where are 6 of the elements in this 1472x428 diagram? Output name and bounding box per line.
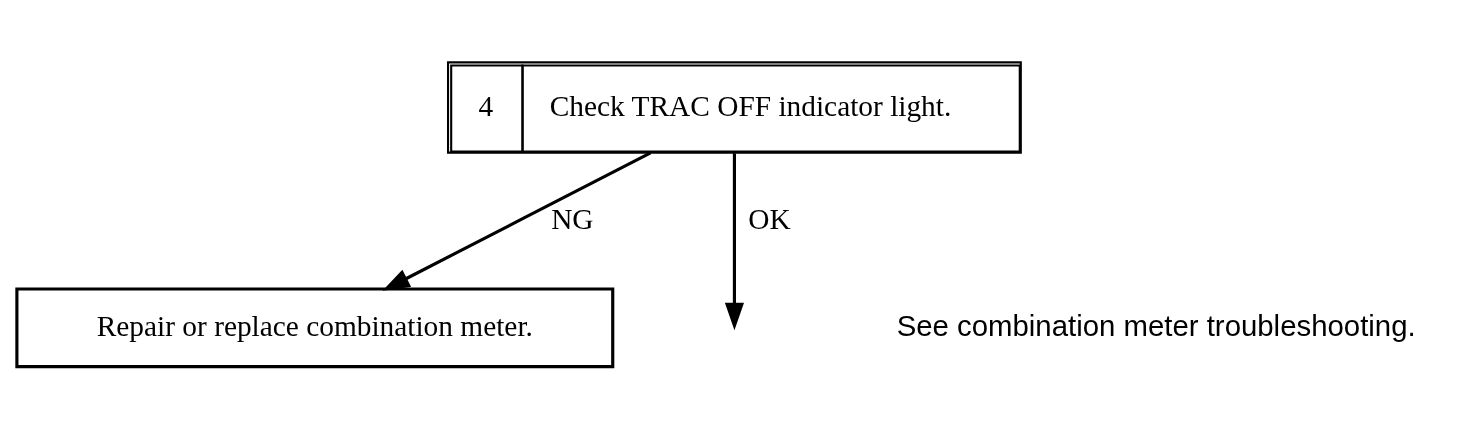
- edge-label: OK: [748, 202, 791, 235]
- node-box: Repair or replace combination meter.: [15, 286, 615, 368]
- arrow: [724, 152, 744, 330]
- arrow: [382, 150, 652, 291]
- edge-label: NG: [551, 202, 594, 235]
- label: See combination meter troubleshooting.: [896, 308, 1416, 342]
